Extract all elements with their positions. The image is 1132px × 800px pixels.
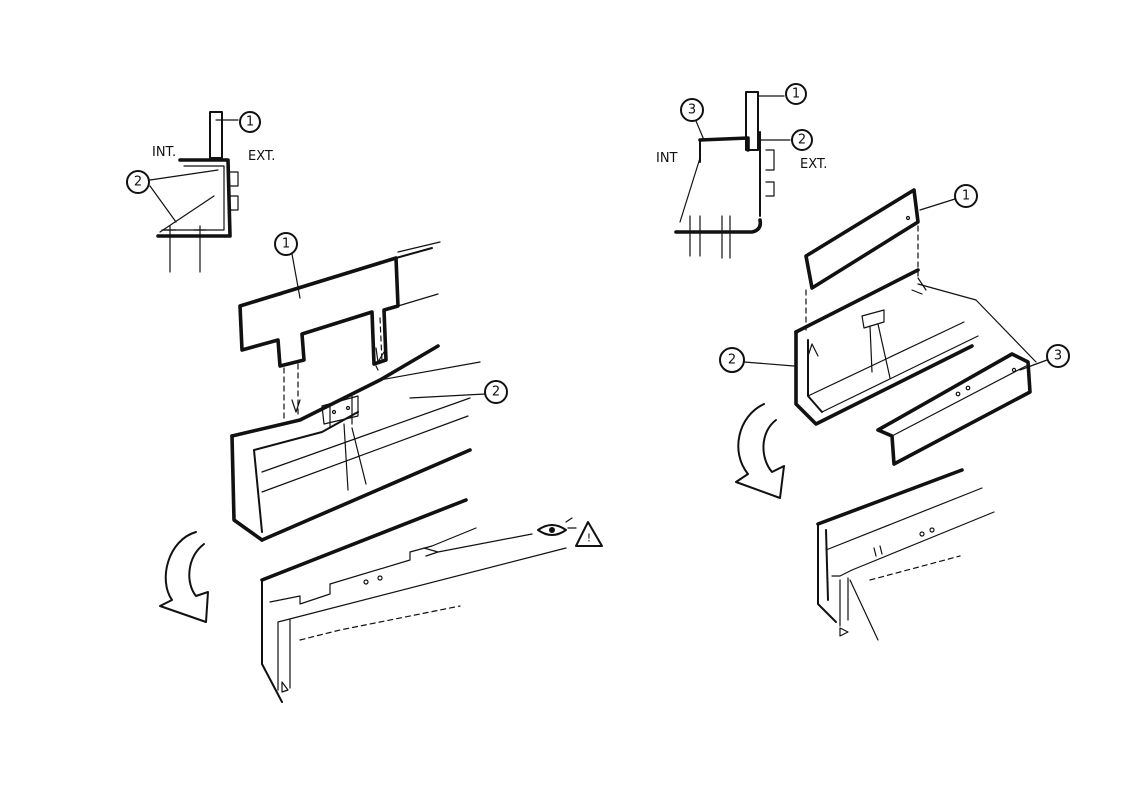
right-angle-bar-edge <box>891 365 1027 437</box>
right-callout-3-axo-text: 3 <box>1054 349 1062 364</box>
right-callout-1-axo: 1 <box>919 184 978 211</box>
left-section-brackets <box>229 171 239 211</box>
right-section-leaders <box>679 139 791 223</box>
left-t-piece <box>238 256 400 368</box>
right-callout-2-axo-text: 2 <box>728 353 736 368</box>
left-installed-floor-lines <box>277 547 567 691</box>
right-section-channel-bottom <box>674 218 763 234</box>
right-section-int-label: INT <box>656 151 678 166</box>
right-installed-flange <box>825 487 995 577</box>
right-installed-dots <box>869 555 961 581</box>
right-top-bar <box>804 188 920 290</box>
right-axonometric: 1 2 3 <box>719 184 1070 641</box>
left-installed-marker <box>281 681 289 693</box>
left-installed-dots <box>299 605 461 641</box>
left-assembly-dashes <box>283 317 383 421</box>
right-channel-arrow-b <box>807 343 819 357</box>
left-channel-end <box>230 434 264 542</box>
left-channel-flange-lines <box>261 361 481 493</box>
right-section-callout-3: 3 <box>680 98 705 141</box>
right-installed-marker <box>839 627 849 637</box>
warning-symbol-text: ! <box>587 532 591 545</box>
left-axonometric: 1 2 <box>159 232 603 703</box>
left-callout-2-axo-text: 2 <box>492 385 500 400</box>
right-top-bar-hole <box>905 215 911 221</box>
left-section-bolts <box>163 225 207 273</box>
left-channel-top-edge <box>230 344 440 438</box>
right-assembly-dashes <box>805 225 919 331</box>
right-channel-flange-lines <box>807 283 1037 413</box>
right-callout-3-axo: 3 <box>1019 344 1070 371</box>
left-section-callout-1-text: 1 <box>246 115 254 130</box>
left-section-upright-hatched <box>209 111 223 159</box>
right-angle-bar-hole-b <box>965 385 971 391</box>
right-section-brackets <box>765 149 775 197</box>
right-callout-2-axo: 2 <box>719 347 795 373</box>
left-section-ext-label: EXT. <box>248 149 275 164</box>
right-installed-hole-a <box>919 531 925 537</box>
right-section-callout-3-text: 3 <box>688 103 696 118</box>
right-section-callout-1-text: 1 <box>792 87 800 102</box>
left-installed-hole-b <box>377 575 383 581</box>
left-rotation-arrow-icon <box>159 531 209 623</box>
left-assembly-arrows <box>291 347 385 413</box>
left-plate-bolt-b <box>345 405 351 411</box>
eye-icon <box>537 517 577 536</box>
left-section-int-label: INT. <box>152 145 176 160</box>
left-section-detail: INT. EXT. 1 2 <box>126 111 275 273</box>
warning-triangle-icon: ! <box>575 521 603 547</box>
right-section-callout-2-text: 2 <box>798 133 806 148</box>
left-plate-bolt-a <box>331 409 337 415</box>
left-callout-2-axo: 2 <box>409 380 508 404</box>
right-angle-bar <box>876 352 1032 466</box>
right-installed-top-edge <box>816 468 964 526</box>
left-channel-inner-edge <box>253 411 359 533</box>
left-section-leaders <box>149 169 219 233</box>
right-section-bolts <box>689 215 731 259</box>
left-section-callout-2: 2 <box>126 170 150 194</box>
left-channel-bottom-edge <box>260 448 472 542</box>
left-t-piece-extension <box>397 241 441 307</box>
right-installed-end <box>817 523 837 623</box>
right-callout-1-axo-text: 1 <box>962 189 970 204</box>
right-channel-top-edge <box>794 268 920 334</box>
left-installed-top-edge <box>260 498 468 582</box>
right-channel-arrow <box>911 277 927 295</box>
right-section-angle-legs <box>699 131 761 217</box>
right-section-detail: INT EXT. 3 1 2 <box>656 83 827 259</box>
right-rotation-arrow-icon <box>735 403 785 499</box>
left-callout-1-axo: 1 <box>274 232 301 299</box>
left-section-callout-1: 1 <box>239 111 261 133</box>
left-section-channel <box>156 158 232 238</box>
left-channel-plate <box>321 395 359 425</box>
right-installed-hole-b <box>929 527 935 533</box>
left-t-piece-top <box>239 247 433 307</box>
right-installed-floor-lines <box>839 577 879 641</box>
right-section-ext-label: EXT. <box>800 157 827 172</box>
left-installed-end <box>261 579 283 703</box>
left-installed-hole-a <box>363 579 369 585</box>
right-section-upright-hatched <box>745 91 759 151</box>
left-section-callout-2-text: 2 <box>134 175 142 190</box>
right-angle-bar-hole-c <box>1011 367 1017 373</box>
right-channel-profile <box>794 330 974 426</box>
left-section-channel-inner <box>161 165 225 231</box>
left-eye-leader <box>423 533 533 557</box>
right-channel-stiffener <box>861 309 891 379</box>
right-section-angle <box>698 136 750 152</box>
right-angle-bar-hole-a <box>955 391 961 397</box>
left-channel-web-stiffener <box>329 395 367 491</box>
right-installed-ticks <box>873 545 883 557</box>
right-section-callout-2: 2 <box>791 129 813 151</box>
left-callout-1-axo-text: 1 <box>282 237 290 252</box>
right-section-callout-1: 1 <box>785 83 807 105</box>
